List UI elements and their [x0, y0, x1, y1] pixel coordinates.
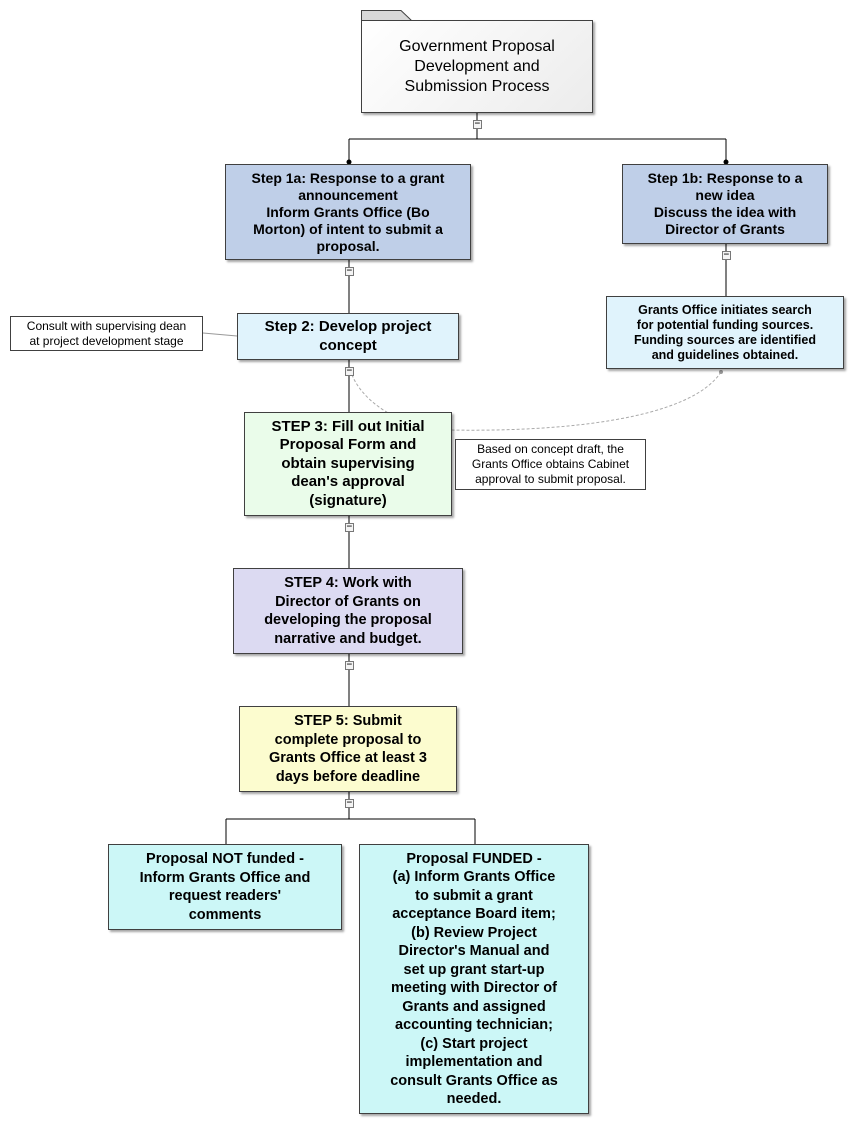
dashed-link-search-step2 — [350, 371, 722, 431]
step-4-text: STEP 4: Work with Director of Grants on … — [264, 575, 432, 647]
step-2-text: Step 2: Develop project concept — [264, 318, 432, 354]
step-3-box[interactable]: STEP 3: Fill out Initial Proposal Form a… — [244, 412, 452, 516]
step-1a-box[interactable]: Step 1a: Response to a grant announcemen… — [225, 164, 471, 260]
collapse-toggle-step3[interactable]: − — [345, 522, 354, 532]
collapse-toggle-step2[interactable]: − — [345, 366, 354, 376]
connector-note-dean — [202, 332, 238, 337]
note-consult-dean-text: Consult with supervising dean at project… — [26, 318, 187, 348]
step-4-box[interactable]: STEP 4: Work with Director of Grants on … — [233, 568, 463, 654]
step-5-box[interactable]: STEP 5: Submit complete proposal to Gran… — [239, 706, 457, 792]
step-1a-text: Step 1a: Response to a grant announcemen… — [251, 169, 445, 254]
collapse-toggle-step1a[interactable]: − — [345, 266, 354, 276]
proposal-funded-text: Proposal FUNDED - (a) Inform Grants Offi… — [390, 850, 558, 1108]
collapse-toggle-step4[interactable]: − — [345, 660, 354, 670]
proposal-not-funded-text: Proposal NOT funded - Inform Grants Offi… — [139, 851, 311, 923]
step-1b-box[interactable]: Step 1b: Response to a new idea Discuss … — [622, 164, 828, 244]
junction-dot-step1a — [346, 159, 352, 165]
proposal-funded-box[interactable]: Proposal FUNDED - (a) Inform Grants Offi… — [359, 844, 589, 1114]
step-2-box[interactable]: Step 2: Develop project concept — [237, 313, 459, 360]
proposal-not-funded-box[interactable]: Proposal NOT funded - Inform Grants Offi… — [108, 844, 342, 930]
note-consult-dean: Consult with supervising dean at project… — [10, 316, 203, 351]
collapse-toggle-title[interactable]: − — [473, 119, 482, 129]
process-title: Government Proposal Development and Subm… — [399, 37, 555, 95]
collapse-toggle-step1b[interactable]: − — [722, 250, 731, 260]
step-3-text: STEP 3: Fill out Initial Proposal Form a… — [271, 417, 425, 509]
dashed-link-endpoint — [719, 370, 723, 374]
note-cabinet-approval: Based on concept draft, the Grants Offic… — [455, 439, 646, 490]
grants-office-search-text: Grants Office initiates search for poten… — [634, 302, 816, 362]
process-title-box: Government Proposal Development and Subm… — [361, 20, 593, 113]
grants-office-search-box[interactable]: Grants Office initiates search for poten… — [606, 296, 844, 369]
junction-dot-step1b — [723, 159, 729, 165]
collapse-toggle-step5[interactable]: − — [345, 798, 354, 808]
step-5-text: STEP 5: Submit complete proposal to Gran… — [269, 713, 427, 785]
note-cabinet-approval-text: Based on concept draft, the Grants Offic… — [471, 442, 630, 486]
step-1b-text: Step 1b: Response to a new idea Discuss … — [647, 170, 803, 237]
